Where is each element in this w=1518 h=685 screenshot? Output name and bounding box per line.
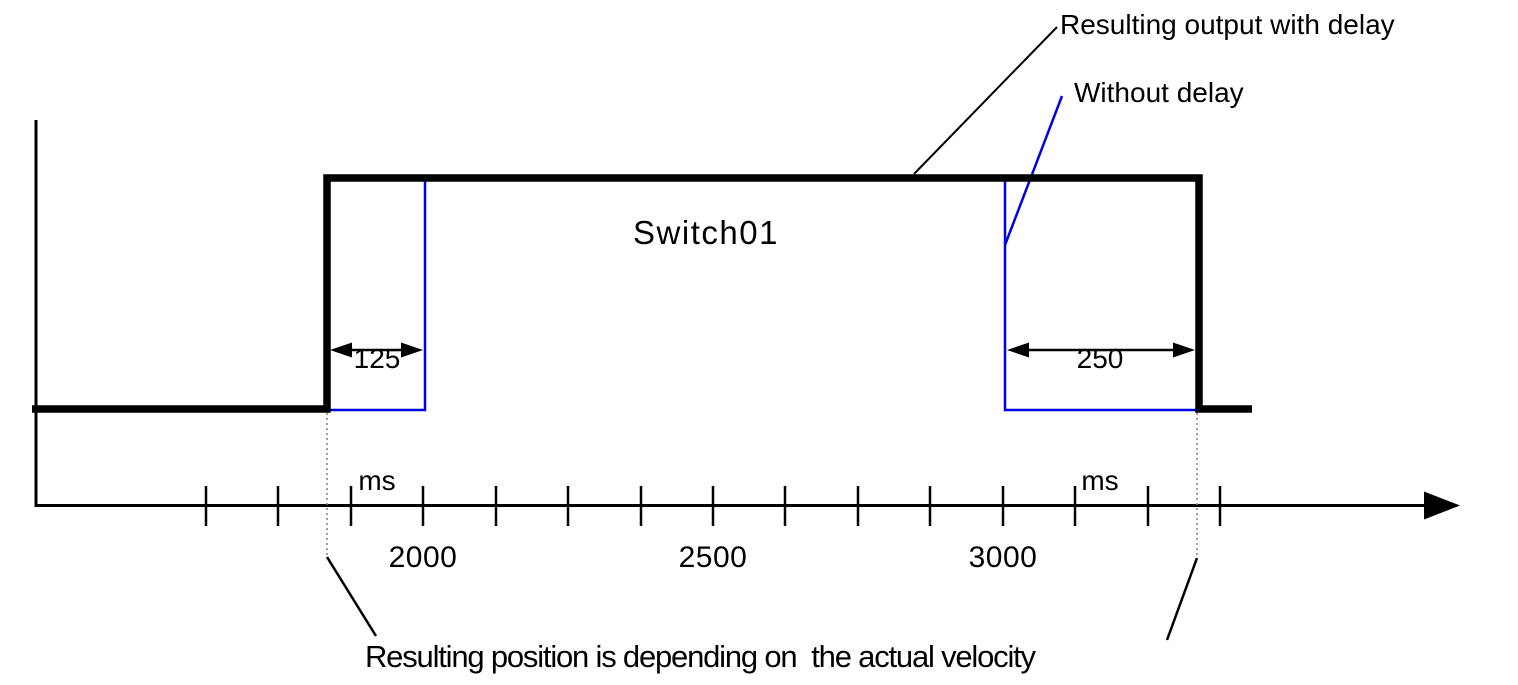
signal-with-delay <box>32 174 1252 413</box>
x-axis-ticks <box>204 486 1222 526</box>
delay-off-value: 250 <box>1076 343 1124 375</box>
footnote-leader-left <box>325 556 378 637</box>
arrow-right-head-icon <box>401 342 423 358</box>
delayed-output-leader-line <box>913 26 1058 175</box>
legend-without-delay-label: Without delay <box>1074 77 1244 108</box>
arrow-right-head-icon <box>1173 342 1195 358</box>
footnote-label: Resulting position is depending on the a… <box>365 639 1036 674</box>
arrow-left-head-icon <box>330 342 352 358</box>
arrow-left-head-icon <box>1007 342 1029 358</box>
axis-tick-label-2000: 2000 <box>388 541 458 574</box>
delay-on-label: 125 ms <box>337 258 417 583</box>
delay-on-arrow <box>330 342 423 358</box>
signal-without-delay-rising <box>330 177 427 412</box>
delay-off-arrow <box>1007 342 1195 358</box>
footnote-leader-right <box>1165 557 1199 641</box>
legend-delayed-output-label: Resulting output with delay <box>1060 9 1395 40</box>
without-delay-leader-line <box>1003 95 1064 246</box>
switch-name-label: Switch01 <box>633 214 779 251</box>
signal-without-delay-falling <box>1003 179 1197 412</box>
axis-tick-label-2500: 2500 <box>678 541 748 574</box>
axis-tick-label-3000: 3000 <box>968 541 1038 574</box>
x-axis-arrowhead-icon <box>1424 491 1460 520</box>
delay-off-unit: ms <box>1081 464 1119 496</box>
delay-off-label: 250 ms <box>1058 258 1142 583</box>
delay-on-value: 125 <box>353 343 401 375</box>
delay-on-unit: ms <box>358 464 396 496</box>
